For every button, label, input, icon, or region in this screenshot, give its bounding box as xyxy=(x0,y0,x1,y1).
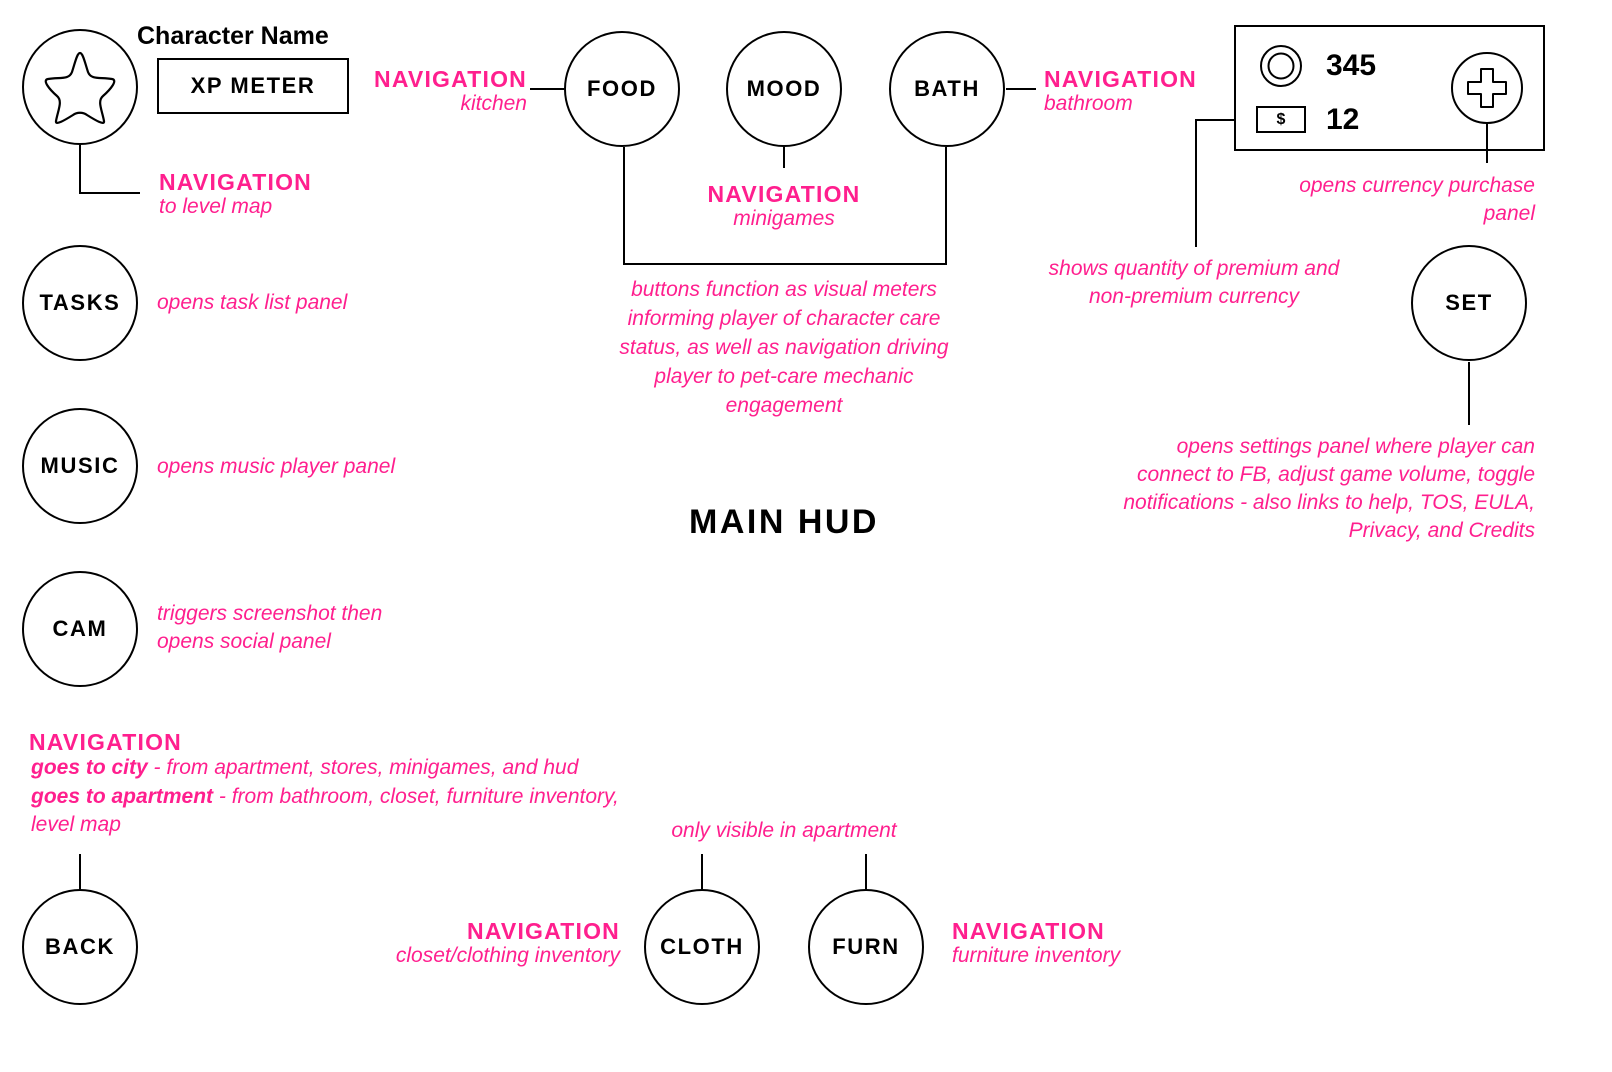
plus-icon xyxy=(1467,68,1507,108)
page-title: MAIN HUD xyxy=(689,503,879,541)
food-annotation-title: NAVIGATION xyxy=(374,66,527,92)
back-apartment-bold: goes to apartment xyxy=(31,785,214,808)
furn-annotation-title: NAVIGATION xyxy=(952,918,1105,944)
back-button[interactable]: BACK xyxy=(22,889,138,1005)
currency-connector xyxy=(1195,119,1234,247)
back-city-rest: - from apartment, stores, minigames, and… xyxy=(147,756,579,779)
tasks-annotation: opens task list panel xyxy=(157,291,348,314)
back-apartment-detail: goes to apartment - from bathroom, close… xyxy=(31,783,631,839)
currency-panel: 345 $ 12 xyxy=(1234,25,1545,151)
cam-annotation: triggers screenshot then opens social pa… xyxy=(157,602,383,653)
meters-annotation: buttons function as visual meters inform… xyxy=(619,278,949,417)
settings-annotation: opens settings panel where player can co… xyxy=(1123,435,1535,542)
dollar-symbol: $ xyxy=(1276,110,1286,128)
furn-annotation-sub: furniture inventory xyxy=(952,944,1121,967)
furniture-button[interactable]: FURN xyxy=(808,889,924,1005)
non-premium-currency-amount: 12 xyxy=(1326,103,1360,136)
star-connector xyxy=(79,145,140,194)
cloth-annotation-sub: closet/clothing inventory xyxy=(395,944,620,967)
dollar-bill-icon: $ xyxy=(1256,106,1306,133)
cam-button[interactable]: CAM xyxy=(22,571,138,687)
star-annotation-sub: to level map xyxy=(159,195,273,218)
currency-annotation: shows quantity of premium and non-premiu… xyxy=(1048,257,1340,308)
apartment-only-annotation: only visible in apartment xyxy=(671,819,897,842)
purchase-annotation: opens currency purchase panel xyxy=(1299,174,1535,225)
cloth-button[interactable]: CLOTH xyxy=(644,889,760,1005)
star-icon xyxy=(44,51,116,124)
tasks-button[interactable]: TASKS xyxy=(22,245,138,361)
back-annotation-title: NAVIGATION xyxy=(29,729,182,755)
bath-annotation-sub: bathroom xyxy=(1044,92,1133,115)
back-annotation-detail: goes to city - from apartment, stores, m… xyxy=(31,753,578,782)
premium-currency-amount: 345 xyxy=(1326,49,1377,82)
music-annotation: opens music player panel xyxy=(157,455,396,478)
back-city-line: goes to city - from apartment, stores, m… xyxy=(31,753,578,782)
character-name: Character Name xyxy=(137,22,329,50)
cloth-annotation-title: NAVIGATION xyxy=(467,918,620,944)
star-annotation-title: NAVIGATION xyxy=(159,169,312,195)
mood-annotation-sub: minigames xyxy=(733,207,835,230)
mood-button[interactable]: MOOD xyxy=(726,31,842,147)
food-button[interactable]: FOOD xyxy=(564,31,680,147)
settings-button[interactable]: SET xyxy=(1411,245,1527,361)
coin-icon xyxy=(1260,45,1302,87)
purchase-currency-button[interactable] xyxy=(1451,52,1523,124)
food-annotation-sub: kitchen xyxy=(460,92,527,115)
mood-annotation-title: NAVIGATION xyxy=(707,181,861,207)
music-button[interactable]: MUSIC xyxy=(22,408,138,524)
back-city-bold: goes to city xyxy=(31,756,148,779)
bath-annotation-title: NAVIGATION xyxy=(1044,66,1197,92)
character-button[interactable] xyxy=(22,29,138,145)
bath-button[interactable]: BATH xyxy=(889,31,1005,147)
xp-meter: XP METER xyxy=(157,58,349,114)
back-apartment-rest: - from bathroom, closet, furniture inven… xyxy=(31,785,619,836)
